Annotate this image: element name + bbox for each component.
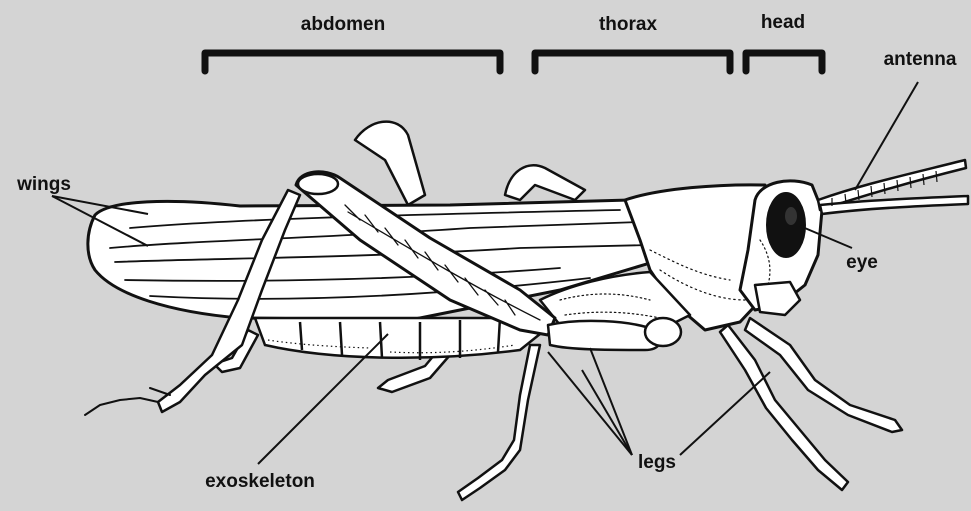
leader-legs-1 (548, 352, 632, 455)
bracket-head (746, 53, 822, 71)
label-head: head (761, 12, 805, 33)
label-exoskeleton: exoskeleton (205, 471, 315, 492)
label-abdomen: abdomen (301, 14, 385, 35)
label-antenna: antenna (884, 49, 957, 70)
bracket-abdomen (205, 53, 500, 71)
antennae (818, 160, 968, 214)
label-eye: eye (846, 252, 878, 273)
eye-icon (767, 193, 805, 257)
bracket-thorax (535, 53, 730, 71)
label-wings: wings (16, 174, 71, 195)
label-legs: legs (638, 452, 676, 473)
leader-legs-2 (590, 348, 632, 455)
leader-legs-4 (680, 372, 770, 455)
abdomen-segments (255, 318, 545, 360)
leader-legs-3 (582, 370, 632, 455)
label-thorax: thorax (599, 14, 658, 35)
